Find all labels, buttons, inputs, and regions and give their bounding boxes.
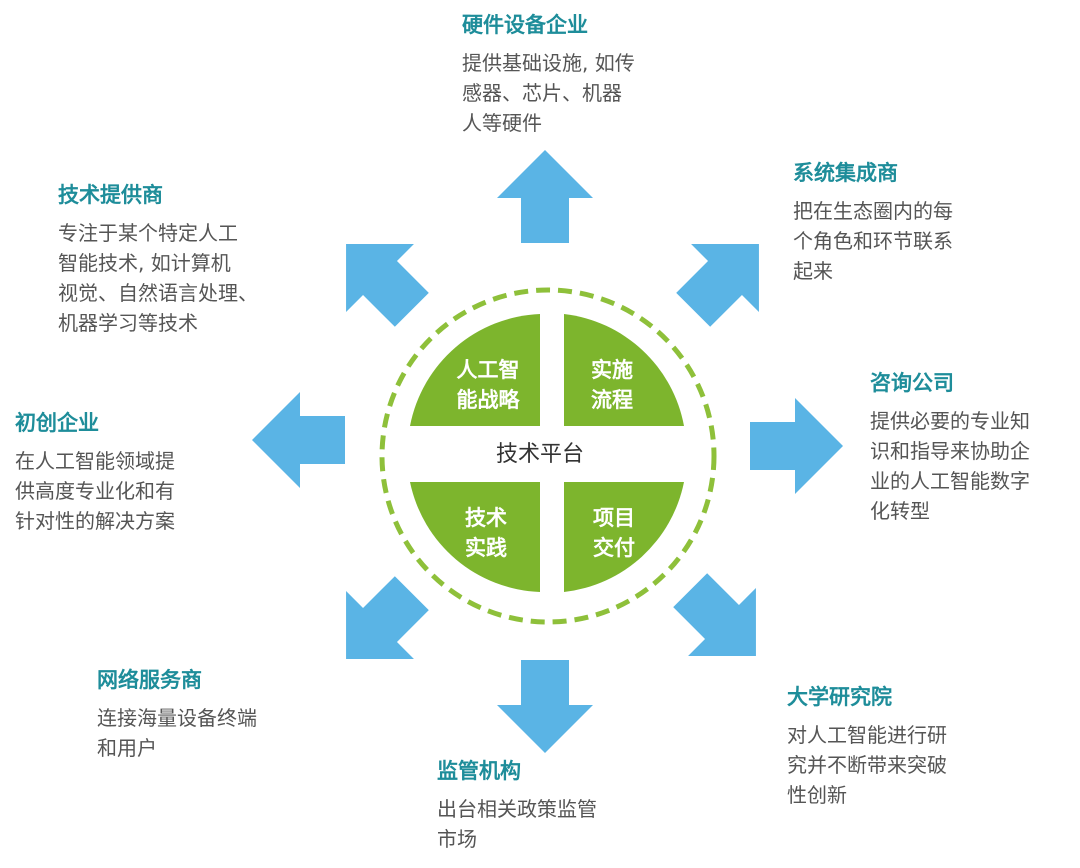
- desc-line: 提供必要的专业知: [870, 409, 1030, 433]
- desc-line: 对人工智能进行研: [787, 723, 947, 747]
- desc-line: 机器学习等技术: [58, 311, 198, 335]
- desc-line: 究并不断带来突破: [787, 753, 947, 777]
- arrow-up: [497, 150, 593, 243]
- quadrant-ai-strategy: [410, 314, 540, 426]
- desc-line: 专注于某个特定人工: [58, 221, 238, 245]
- desc-line: 出台相关政策监管: [437, 797, 597, 821]
- node-desc: 提供必要的专业知 识和指导来协助企 业的人工智能数字 化转型: [870, 406, 1030, 526]
- node-title: 网络服务商: [97, 668, 202, 692]
- quadrant-line: 实施: [591, 358, 633, 382]
- node-desc: 对人工智能进行研 究并不断带来突破 性创新: [787, 720, 947, 810]
- desc-line: 提供基础设施, 如传: [462, 51, 635, 75]
- quadrant-line: 技术: [465, 506, 507, 530]
- quadrant-tech-practice: [410, 482, 540, 592]
- quadrant-label-implementation: 实施 流程: [567, 355, 657, 415]
- arrow-left: [252, 392, 345, 488]
- node-title: 硬件设备企业: [462, 13, 588, 37]
- desc-line: 感器、芯片、机器: [462, 81, 622, 105]
- node-consulting: 咨询公司 提供必要的专业知 识和指导来协助企 业的人工智能数字 化转型: [870, 368, 1030, 526]
- node-title: 监管机构: [437, 759, 521, 783]
- quadrant-implementation: [564, 314, 684, 426]
- quadrant-line: 流程: [591, 388, 633, 412]
- quadrants: [410, 314, 684, 592]
- desc-line: 起来: [793, 259, 833, 283]
- desc-line: 个角色和环节联系: [793, 229, 953, 253]
- quadrant-line: 能战略: [456, 388, 520, 412]
- node-title: 技术提供商: [58, 183, 163, 207]
- desc-line: 针对性的解决方案: [15, 509, 175, 533]
- arrow-up-left: [346, 244, 429, 327]
- node-title: 咨询公司: [870, 371, 954, 395]
- node-desc: 专注于某个特定人工 智能技术, 如计算机 视觉、自然语言处理、 机器学习等技术: [58, 218, 258, 338]
- platform-label: 技术平台: [495, 442, 584, 467]
- node-title: 系统集成商: [793, 161, 898, 185]
- desc-line: 市场: [437, 827, 477, 851]
- desc-line: 视觉、自然语言处理、: [58, 281, 258, 305]
- node-integrator: 系统集成商 把在生态圈内的每 个角色和环节联系 起来: [793, 158, 953, 286]
- node-tech-provider: 技术提供商 专注于某个特定人工 智能技术, 如计算机 视觉、自然语言处理、 机器…: [58, 180, 258, 338]
- quadrant-label-project-delivery: 项目 交付: [569, 503, 659, 563]
- quadrant-line: 人工智: [456, 358, 520, 382]
- desc-line: 供高度专业化和有: [15, 479, 175, 503]
- arrow-up-right: [676, 244, 759, 327]
- arrows: [252, 150, 843, 753]
- node-desc: 提供基础设施, 如传 感器、芯片、机器 人等硬件: [462, 48, 635, 138]
- node-regulator: 监管机构 出台相关政策监管 市场: [437, 756, 597, 854]
- node-desc: 连接海量设备终端 和用户: [97, 703, 257, 763]
- desc-line: 化转型: [870, 499, 930, 523]
- node-university: 大学研究院 对人工智能进行研 究并不断带来突破 性创新: [787, 682, 947, 810]
- node-title: 初创企业: [15, 411, 99, 435]
- node-network: 网络服务商 连接海量设备终端 和用户: [97, 665, 257, 763]
- node-title: 大学研究院: [787, 685, 892, 709]
- node-desc: 出台相关政策监管 市场: [437, 794, 597, 854]
- desc-line: 业的人工智能数字: [870, 469, 1030, 493]
- arrow-down-left: [346, 576, 429, 659]
- desc-line: 识和指导来协助企: [870, 439, 1030, 463]
- quadrant-label-tech-practice: 技术 实践: [441, 503, 531, 563]
- desc-line: 在人工智能领域提: [15, 449, 175, 473]
- node-desc: 把在生态圈内的每 个角色和环节联系 起来: [793, 196, 953, 286]
- arrow-down: [497, 660, 593, 753]
- desc-line: 智能技术, 如计算机: [58, 251, 231, 275]
- desc-line: 人等硬件: [462, 111, 542, 135]
- quadrant-project-delivery: [564, 482, 684, 592]
- arrow-right: [750, 398, 843, 494]
- quadrant-line: 交付: [593, 536, 635, 560]
- desc-line: 性创新: [787, 783, 847, 807]
- quadrant-label-ai-strategy: 人工智 能战略: [443, 355, 533, 415]
- desc-line: 连接海量设备终端: [97, 706, 257, 730]
- node-desc: 在人工智能领域提 供高度专业化和有 针对性的解决方案: [15, 446, 175, 536]
- node-startup: 初创企业 在人工智能领域提 供高度专业化和有 针对性的解决方案: [15, 408, 175, 536]
- quadrant-line: 项目: [593, 506, 635, 530]
- arrow-down-right: [673, 573, 756, 656]
- platform-ring: [379, 287, 717, 625]
- desc-line: 把在生态圈内的每: [793, 199, 953, 223]
- node-hardware: 硬件设备企业 提供基础设施, 如传 感器、芯片、机器 人等硬件: [462, 10, 635, 138]
- quadrant-line: 实践: [465, 536, 507, 560]
- desc-line: 和用户: [97, 736, 157, 760]
